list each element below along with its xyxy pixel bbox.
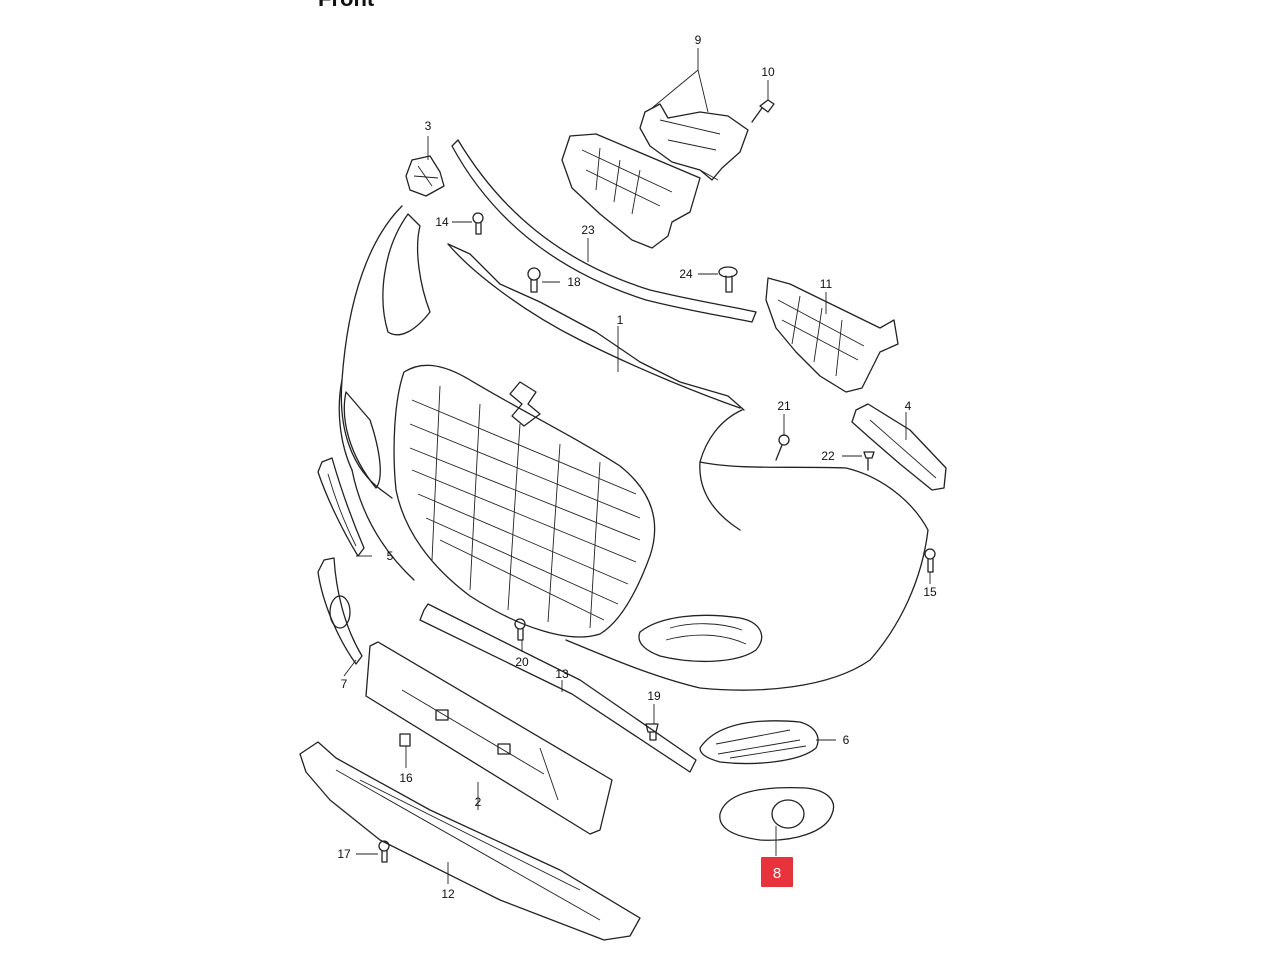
- grille: [393, 364, 656, 638]
- part-14-bolt: [472, 212, 484, 235]
- callout-19: 19: [647, 689, 661, 703]
- callout-17: 17: [337, 847, 351, 861]
- callout-12: 12: [441, 887, 455, 901]
- callout-5: 5: [387, 549, 394, 563]
- callout-14: 14: [435, 215, 449, 229]
- callout-4: 4: [905, 399, 912, 413]
- part-9-bracket: [639, 103, 749, 181]
- callout-8: 8: [773, 865, 781, 882]
- part-18-bolt: [527, 267, 541, 293]
- callout-3: 3: [425, 119, 432, 133]
- part-13-strip: [419, 603, 697, 773]
- part-23-strip: [451, 139, 757, 323]
- part-16-clip: [399, 733, 411, 747]
- callout-7: 7: [341, 677, 348, 691]
- callout-15: 15: [923, 585, 937, 599]
- callout-9: 9: [695, 33, 702, 47]
- part-9-grille-insert: [561, 133, 701, 249]
- part-8-fog-cover: [719, 787, 835, 841]
- callout-21: 21: [777, 399, 791, 413]
- callout-labels: 1 2 3 4 5 6 7 9 10 11 12 13 14 15 16 17 …: [337, 33, 937, 901]
- callout-10: 10: [761, 65, 775, 79]
- callout-6: 6: [843, 733, 850, 747]
- callout-13: 13: [555, 667, 569, 681]
- part-24-clip: [718, 266, 738, 293]
- part-6-insert: [699, 720, 819, 765]
- part-22-screw: [863, 451, 875, 471]
- callout-1: 1: [617, 313, 624, 327]
- part-11-bracket: [765, 277, 899, 393]
- callout-23: 23: [581, 223, 595, 237]
- highlight-badge: [761, 857, 793, 887]
- part-5-garnish: [317, 457, 365, 557]
- callout-24: 24: [679, 267, 693, 281]
- part-15-bolt: [924, 548, 936, 573]
- callout-11: 11: [820, 277, 833, 291]
- part-10-screw: [751, 99, 775, 123]
- diagram-header: Front: [318, 0, 375, 11]
- part-7-fog-garnish: [317, 557, 363, 665]
- part-12-tray: [299, 741, 641, 941]
- leader-lines: [343, 48, 931, 884]
- part-17-bolt: [378, 840, 390, 863]
- part-2-panel: [365, 641, 613, 835]
- callout-22: 22: [821, 449, 835, 463]
- part-3-clip: [405, 155, 445, 197]
- part-21-screw: [775, 434, 790, 461]
- callout-8-highlight: 8: [761, 857, 793, 887]
- callout-2: 2: [475, 795, 482, 809]
- part-20-clip: [514, 618, 526, 641]
- callout-20: 20: [515, 655, 529, 669]
- part-4-bracket: [851, 403, 947, 491]
- callout-18: 18: [567, 275, 581, 289]
- part-1-bumper: [338, 205, 929, 691]
- callout-16: 16: [399, 771, 413, 785]
